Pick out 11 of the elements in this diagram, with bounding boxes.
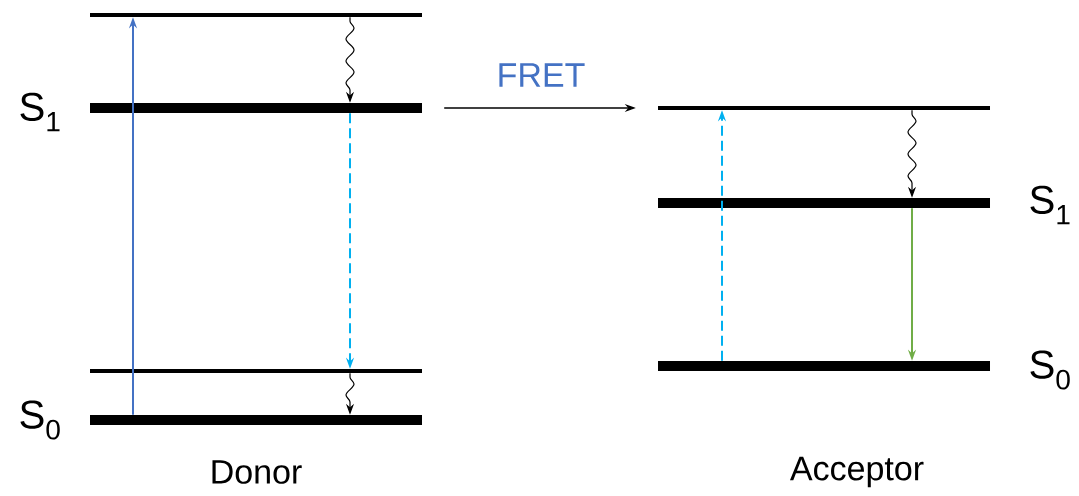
edge-label: FRET xyxy=(499,63,585,87)
panel-label: Donor xyxy=(212,460,302,484)
energy-level xyxy=(90,369,422,373)
panel-label: Acceptor xyxy=(790,456,924,488)
state-label: S$_{1}$ xyxy=(1030,185,1070,225)
energy-level xyxy=(658,106,990,110)
energy-level xyxy=(658,361,990,371)
energy-level xyxy=(90,13,422,17)
state-label: S$_{1}$ xyxy=(20,92,60,132)
state-label: S$_{0}$ xyxy=(1030,350,1070,390)
state-label: S$_{0}$ xyxy=(20,400,60,440)
